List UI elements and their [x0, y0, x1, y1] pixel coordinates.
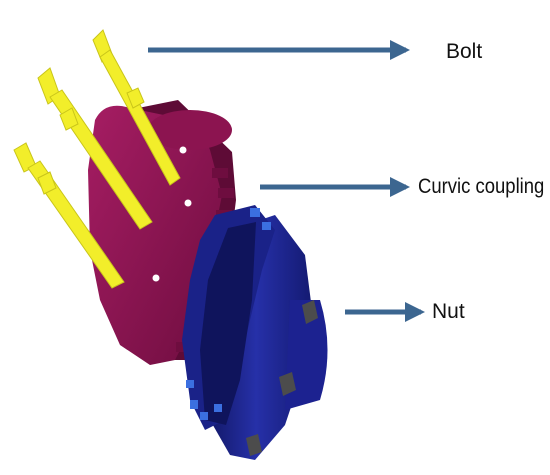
nut-coupling-part — [182, 205, 328, 460]
bolt-label: Bolt — [446, 41, 482, 62]
nut-label: Nut — [432, 301, 465, 322]
curvic-coupling-label: Curvic coupling — [418, 176, 544, 197]
